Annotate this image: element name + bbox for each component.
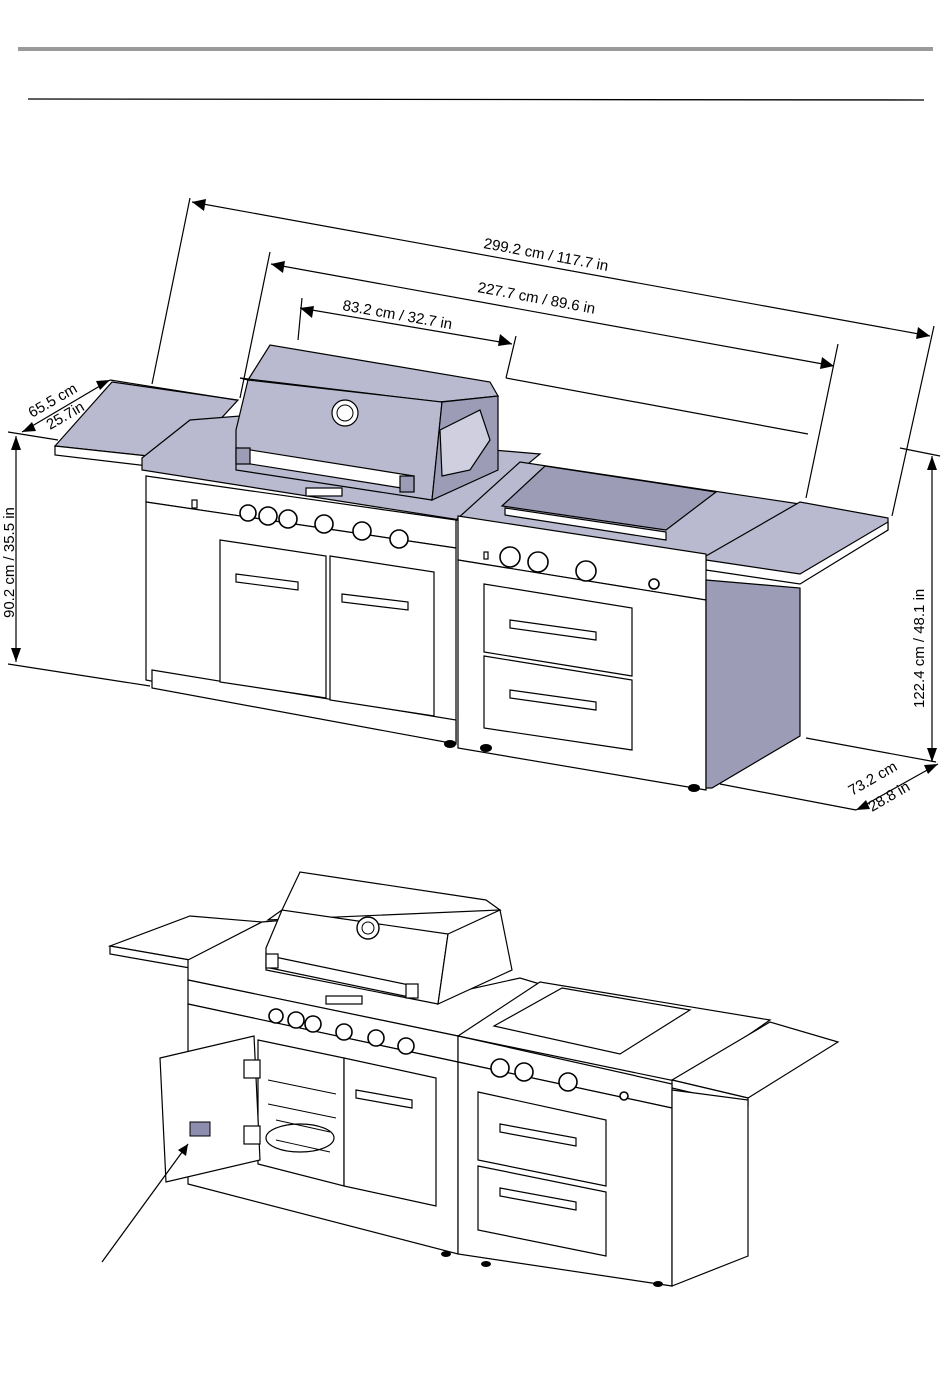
dim-overall-height: 122.4 cm / 48.1 in [911, 589, 928, 708]
dim-counter-height: 90.2 cm / 35.5 in [1, 507, 18, 618]
leader-arrow [102, 1144, 188, 1262]
dim-grill-width: 83.2 cm / 32.7 in [341, 297, 453, 333]
grill-island-top-view [55, 345, 888, 792]
dim-overall-width: 299.2 cm / 117.7 in [482, 235, 609, 275]
header-rule-thin [28, 99, 924, 100]
grill-island-open-door-view [110, 872, 838, 1287]
